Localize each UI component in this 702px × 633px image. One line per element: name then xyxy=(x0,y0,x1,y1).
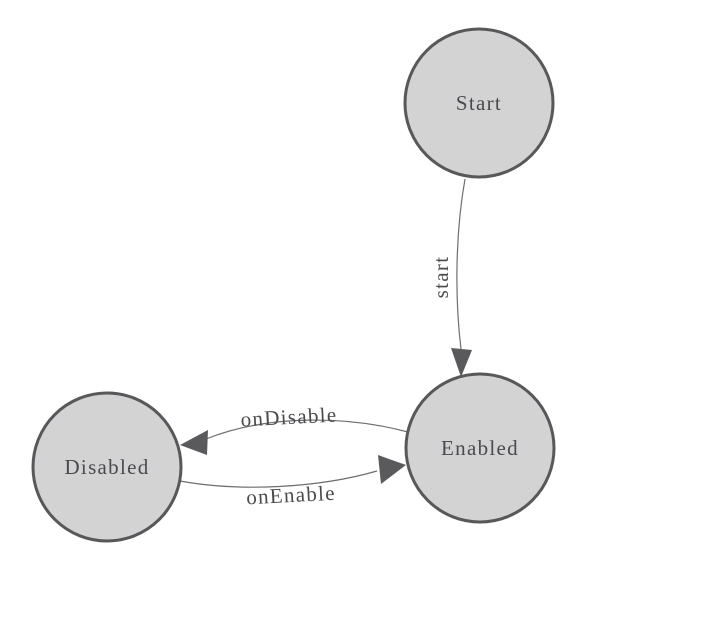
arrowhead-disabled-to-enabled xyxy=(378,455,406,484)
node-disabled: Disabled xyxy=(31,391,183,543)
node-circle-disabled xyxy=(31,391,183,543)
node-label-enabled: Enabled xyxy=(441,436,519,460)
node-label-disabled: Disabled xyxy=(64,455,149,479)
edge-enabled-to-disabled: onDisable xyxy=(180,402,409,455)
node-circle-start xyxy=(403,27,555,179)
node-label-start: Start xyxy=(456,91,502,115)
edge-line-enabled-to-disabled xyxy=(205,419,409,440)
edge-disabled-to-enabled: onEnable xyxy=(179,455,406,510)
node-enabled: Enabled xyxy=(404,372,556,524)
edge-label-start: start xyxy=(429,256,453,299)
edge-line-start-to-enabled xyxy=(456,178,466,350)
edge-line-disabled-to-enabled xyxy=(179,470,378,488)
edge-start-to-enabled: start xyxy=(429,178,472,377)
arrowhead-start-to-enabled xyxy=(451,348,472,377)
edge-label-ondisable: onDisable xyxy=(240,402,338,431)
edge-label-onenable: onEnable xyxy=(246,481,337,510)
node-circle-enabled xyxy=(404,372,556,524)
node-start: Start xyxy=(403,27,555,179)
arrowhead-enabled-to-disabled xyxy=(180,430,208,455)
